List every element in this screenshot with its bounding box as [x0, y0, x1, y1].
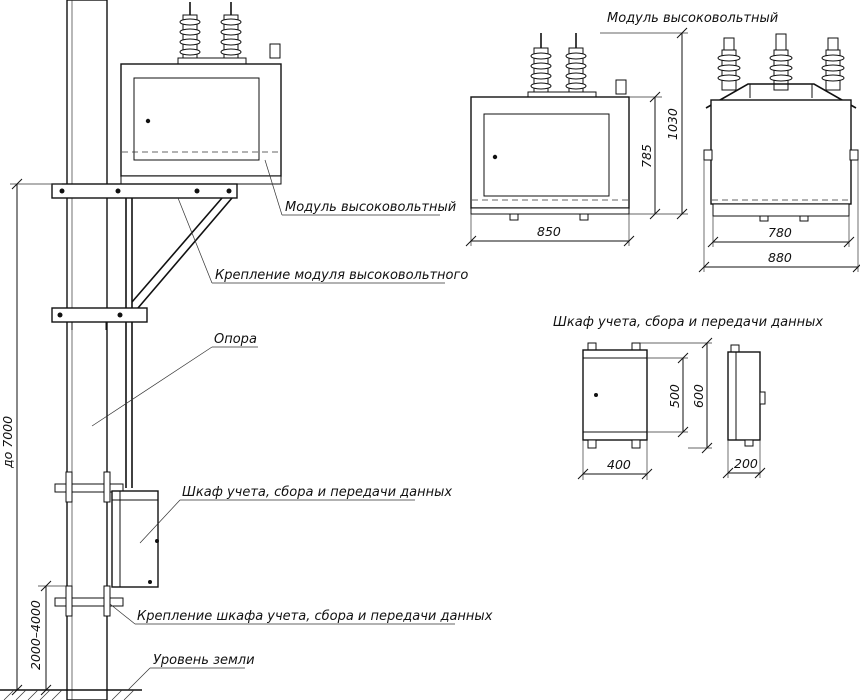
cabinet-height-inner-label: 500 — [667, 384, 682, 408]
hv-module-front-view: 850 785 1030 — [465, 27, 688, 247]
ground-hatch — [0, 689, 142, 700]
module-side-outer-label: 880 — [768, 250, 792, 265]
pole-height-label: до 7000 — [0, 416, 15, 469]
module-side-inner-label: 780 — [768, 225, 792, 240]
cabinet-title: Шкаф учета, сбора и передачи данных — [553, 315, 823, 330]
cabinet-front-view: 400 500 600 — [577, 337, 713, 480]
module-height-total-label: 1030 — [665, 108, 680, 140]
insulator — [530, 33, 552, 93]
pole — [66, 0, 108, 700]
cabinet-width-label: 400 — [607, 457, 631, 472]
lower-bracket-beam — [51, 307, 148, 323]
hv-module-on-pole — [120, 2, 282, 185]
cabinet-on-pole — [111, 490, 159, 588]
cabinet-depth-label: 200 — [734, 456, 758, 471]
pole-height-dimension: до 7000 — [0, 178, 62, 696]
insulator — [821, 37, 845, 91]
cabinet-height-dimension: 2000–4000 — [28, 580, 66, 696]
insulator — [769, 33, 793, 91]
callout-hv-mount: Крепление модуля высоковольтного — [215, 268, 468, 283]
module-height-body-label: 785 — [639, 144, 654, 168]
insulator — [565, 33, 587, 93]
callout-pole: Опора — [214, 332, 257, 347]
pole-assembly: до 7000 2000–4000 Модуль высоковольтный … — [0, 0, 493, 700]
upper-bracket-beam — [51, 183, 238, 199]
cabinet-height-label: 2000–4000 — [28, 600, 43, 670]
module-width-label: 850 — [537, 224, 561, 239]
callout-ground: Уровень земли — [153, 653, 255, 668]
callout-cabinet: Шкаф учета, сбора и передачи данных — [182, 485, 452, 500]
hv-module-side-view: 780 880 — [698, 33, 860, 273]
callout-cabinet-mount: Крепление шкафа учета, сбора и передачи … — [137, 609, 493, 624]
insulator — [717, 37, 741, 91]
insulator — [179, 2, 201, 60]
cabinet-side-view: 200 — [722, 344, 766, 479]
module-title: Модуль высоковольтный — [607, 11, 778, 26]
cabinet-height-outer-label: 600 — [691, 384, 706, 408]
callout-hv-module: Модуль высоковольтный — [285, 200, 456, 215]
insulator — [220, 2, 242, 60]
